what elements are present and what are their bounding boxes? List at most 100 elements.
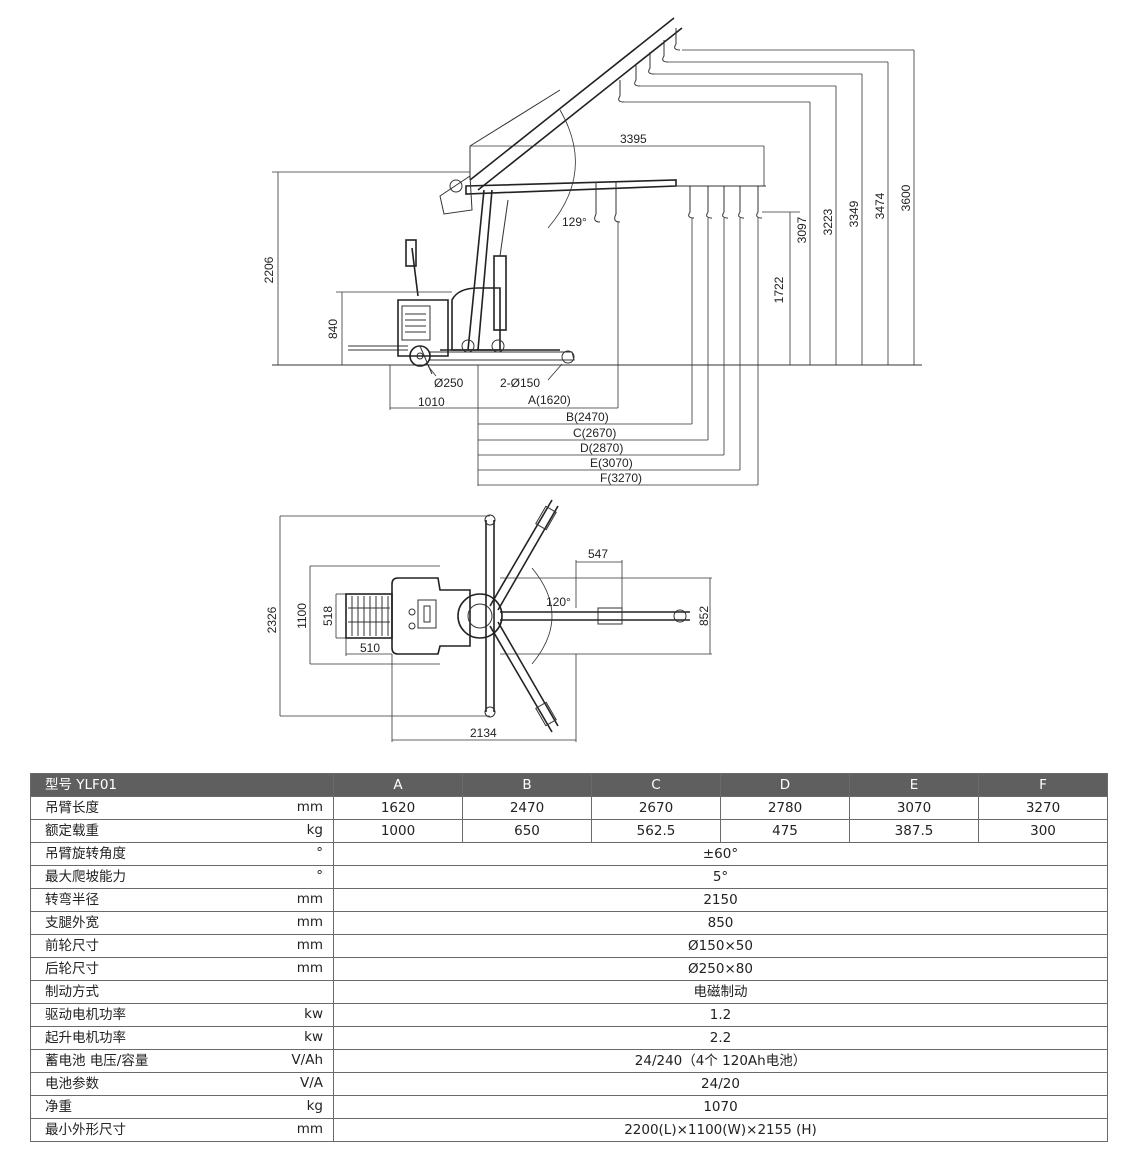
spec-row-value: 387.5 — [849, 819, 979, 843]
spec-row-value: 24/240（4个 120Ah电池） — [333, 1049, 1108, 1073]
dim-boom-a: A(1620) — [528, 393, 571, 407]
spec-row-unit: mm — [296, 914, 323, 930]
dim-overall-length: 2134 — [470, 726, 497, 740]
dim-boom-e: E(3070) — [590, 456, 633, 470]
spec-row-label: 最小外形尺寸 mm — [30, 1118, 334, 1142]
spec-row-unit: kg — [306, 1098, 323, 1114]
spec-row-value: Ø150×50 — [333, 934, 1108, 958]
spec-row-unit: kw — [304, 1029, 323, 1045]
side-rotation-angle: 129° — [562, 215, 587, 229]
dim-leg-width: 852 — [697, 606, 711, 626]
spec-row-label: 起升电机功率 kw — [30, 1026, 334, 1050]
spec-row-value: 1070 — [333, 1095, 1108, 1119]
spec-row-label-text: 净重 — [45, 1098, 72, 1115]
spec-row-unit: mm — [296, 960, 323, 976]
spec-header-col-e: E — [849, 773, 979, 797]
spec-row-unit: kg — [306, 822, 323, 838]
spec-row-label: 额定载重 kg — [30, 819, 334, 843]
spec-header-row: 型号 YLF01 A B C D E F — [30, 773, 1108, 797]
table-row: 起升电机功率 kw 2.2 — [30, 1026, 1108, 1050]
spec-row-label: 蓄电池 电压/容量 V/Ah — [30, 1049, 334, 1073]
dim-battery-width: 518 — [321, 606, 335, 626]
spec-row-label-text: 电池参数 — [45, 1075, 99, 1092]
spec-header-col-c: C — [591, 773, 721, 797]
spec-row-label-text: 额定载重 — [45, 822, 99, 839]
spec-row-value: 2.2 — [333, 1026, 1108, 1050]
dim-raised-height-3: 3349 — [847, 200, 861, 227]
spec-row-label: 净重 kg — [30, 1095, 334, 1119]
spec-row-label-text: 起升电机功率 — [45, 1029, 126, 1046]
spec-row-label: 支腿外宽 mm — [30, 911, 334, 935]
spec-row-value: 电磁制动 — [333, 980, 1108, 1004]
dim-boom-d: D(2870) — [580, 441, 623, 455]
dim-overall-height: 2206 — [262, 256, 276, 283]
spec-row-unit: mm — [296, 1121, 323, 1137]
spec-row-value: 300 — [978, 819, 1108, 843]
dim-boom-offset: 547 — [588, 547, 608, 561]
spec-row-label-text: 转弯半径 — [45, 891, 99, 908]
spec-row-value: ±60° — [333, 842, 1108, 866]
spec-row-unit: mm — [296, 891, 323, 907]
spec-row-value: 2470 — [462, 796, 592, 820]
spec-row-value: 24/20 — [333, 1072, 1108, 1096]
spec-row-label-text: 蓄电池 电压/容量 — [45, 1052, 149, 1069]
spec-row-label-text: 前轮尺寸 — [45, 937, 99, 954]
spec-row-unit: ° — [316, 868, 323, 884]
spec-row-value: 1620 — [333, 796, 463, 820]
spec-row-value: 650 — [462, 819, 592, 843]
spec-row-label: 最大爬坡能力 ° — [30, 865, 334, 889]
spec-row-unit: ° — [316, 845, 323, 861]
table-row: 蓄电池 电压/容量 V/Ah 24/240（4个 120Ah电池） — [30, 1049, 1108, 1073]
table-row: 最大爬坡能力°5° — [30, 865, 1108, 889]
top-slew-angle: 120° — [546, 595, 571, 609]
spec-header-model: 型号 YLF01 — [30, 773, 334, 797]
spec-row-value: 1000 — [333, 819, 463, 843]
spec-row-label: 转弯半径 mm — [30, 888, 334, 912]
spec-row-label-text: 最小外形尺寸 — [45, 1121, 126, 1138]
dim-horizontal-boom: 3395 — [620, 132, 647, 146]
spec-row-value: 2780 — [720, 796, 850, 820]
spec-row-label-text: 制动方式 — [45, 983, 99, 1000]
dim-boom-f: F(3270) — [600, 471, 642, 485]
spec-row-value: Ø250×80 — [333, 957, 1108, 981]
spec-row-value: 3270 — [978, 796, 1108, 820]
spec-row-label-text: 最大爬坡能力 — [45, 868, 126, 885]
dim-rear-length: 1010 — [418, 395, 445, 409]
dim-raised-height-5: 3600 — [899, 184, 913, 211]
spec-row-label-text: 驱动电机功率 — [45, 1006, 126, 1023]
label-rear-wheel: Ø250 — [434, 376, 464, 390]
spec-row-value: 2200(L)×1100(W)×2155 (H) — [333, 1118, 1108, 1142]
spec-row-unit: V/A — [299, 1075, 323, 1091]
spec-header-col-b: B — [462, 773, 592, 797]
spec-row-value: 2670 — [591, 796, 721, 820]
dim-boom-b: B(2470) — [566, 410, 609, 424]
spec-row-value: 475 — [720, 819, 850, 843]
spec-row-unit: V/Ah — [291, 1052, 323, 1068]
technical-drawing: 129° 2206 840 3395 1722 3097 3223 3349 3… — [262, 17, 922, 742]
spec-row-label: 制动方式 — [30, 980, 334, 1004]
spec-row-unit: mm — [296, 799, 323, 815]
dim-width: 1100 — [295, 603, 309, 629]
label-front-wheel: 2-Ø150 — [500, 376, 540, 390]
table-row: 制动方式 电磁制动 — [30, 980, 1108, 1004]
spec-row-label-text: 支腿外宽 — [45, 914, 99, 931]
dim-raised-height-1: 3097 — [795, 216, 809, 243]
spec-header-col-d: D — [720, 773, 850, 797]
spec-row-label: 电池参数 V/A — [30, 1072, 334, 1096]
side-view: 129° 2206 840 3395 1722 3097 3223 3349 3… — [262, 17, 922, 486]
spec-row-value: 1.2 — [333, 1003, 1108, 1027]
spec-row-label-text: 吊臂旋转角度 — [45, 845, 126, 862]
